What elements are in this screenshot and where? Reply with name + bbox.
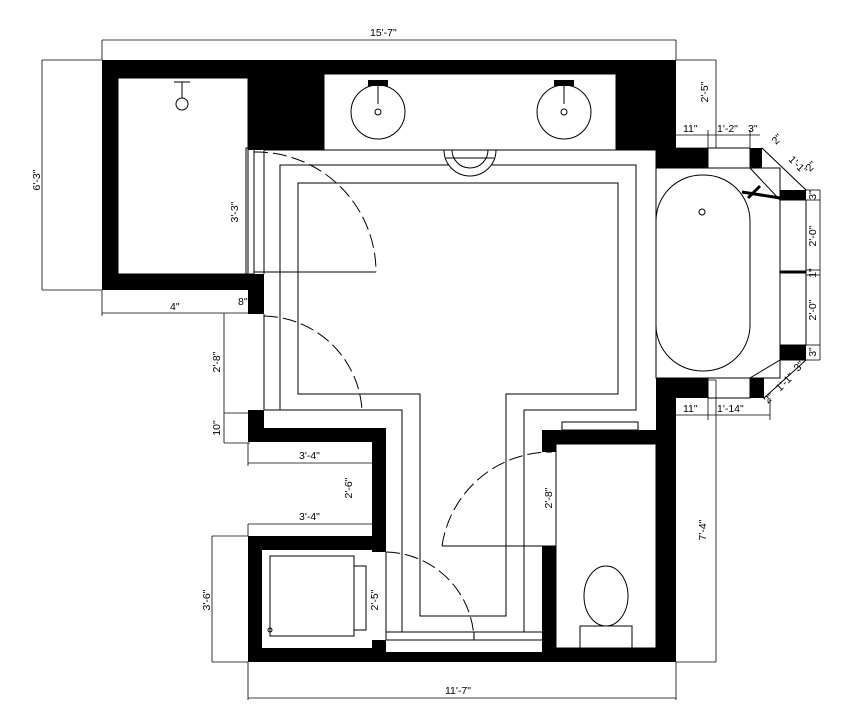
dim-laundry-door: 2'-5" (369, 589, 381, 610)
dim-wc-right: 7'-4" (697, 519, 709, 540)
dim-left-wall: 8" (238, 296, 248, 308)
dim-bay-top-b: 1'-2" (717, 123, 738, 135)
dim-bay-angle-a: 2" (770, 132, 785, 147)
shower (117, 77, 377, 275)
dim-linen-depth: 2'-6" (343, 477, 355, 498)
dim-bottom-width: 11'-7" (445, 685, 471, 697)
dim-wc-door: 2'-8" (543, 487, 555, 508)
entry-door (263, 314, 363, 411)
bathtub (655, 147, 808, 399)
dim-bay-side-c: 1" (807, 268, 819, 278)
dim-laundry-height: 3'-6" (201, 589, 213, 610)
dim-bay-top-a: 11" (683, 123, 698, 135)
dim-left-gap: 4" (170, 301, 180, 313)
dim-bay-top-c: 3" (748, 123, 758, 135)
vanity (323, 73, 617, 151)
dim-bay-side-d: 2'-0" (807, 299, 819, 320)
dim-overall-width: 15'-7" (370, 27, 397, 39)
dim-bay-bottom-b: 1'-14" (717, 403, 744, 415)
dimension-lines (41, 39, 821, 700)
dim-overall-height: 6'-3" (31, 169, 43, 190)
wc (441, 421, 657, 649)
dim-right-top: 2'-5" (699, 81, 711, 102)
dim-entry-door: 2'-8" (211, 351, 223, 372)
vanity-stool (443, 149, 497, 177)
walls (102, 60, 806, 662)
dim-shower-door: 3'-3" (229, 201, 241, 222)
dim-bay-angle-c: 2" (804, 159, 819, 174)
laundry (267, 551, 475, 641)
dim-linen-width: 3'-4" (299, 450, 320, 462)
dim-bay-side-b: 2'-0" (807, 225, 819, 246)
dim-bay-side-e: 3" (807, 347, 819, 357)
dim-bay-side-a: 3" (807, 190, 819, 200)
dim-left-lower: 10" (211, 420, 223, 436)
dim-bay-bottom-a: 11" (683, 403, 698, 415)
dim-laundry-width: 3'-4" (299, 511, 320, 523)
